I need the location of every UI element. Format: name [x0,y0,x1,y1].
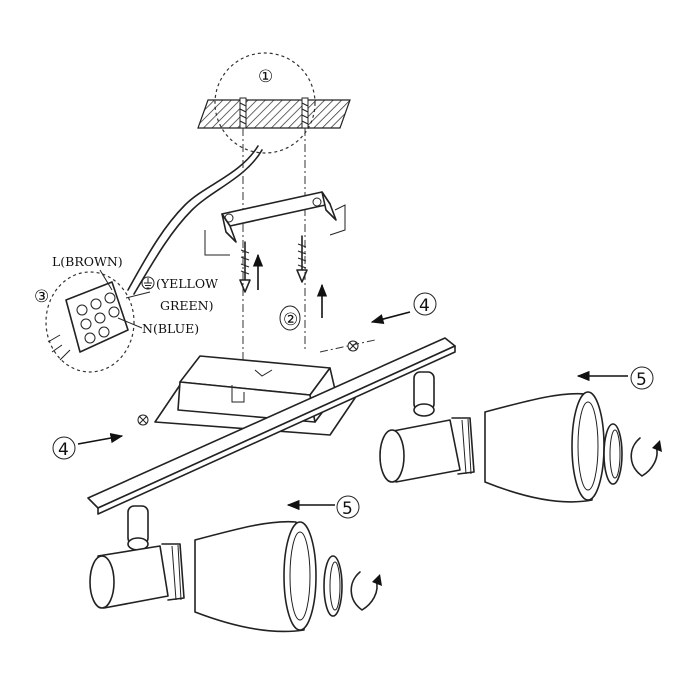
earth-wire-label-line1: (YELLOW [156,276,218,291]
callout-2: ② [279,305,301,331]
callout-5b-label: 5 [342,499,353,519]
supply-cable [127,145,259,291]
rotate-arrow-icon [630,437,662,477]
callout-5-left: 5 [336,495,360,519]
live-wire-label: L(BROWN) [52,254,123,269]
terminal-block-detail: ③ [34,271,135,373]
ceiling-detail: ① [197,52,351,154]
callout-5a-label: 5 [636,370,647,390]
callout-5-right: 5 [630,366,654,390]
callout-4b-label: 4 [58,440,69,460]
side-screw-right [319,339,376,353]
callout-4a-label: 4 [419,296,430,316]
callout-4-left: 4 [52,436,76,460]
bracket-screws [239,235,328,318]
right-shade [484,391,605,503]
earth-ground-icon [141,276,155,290]
earth-wire-label-line2: GREEN) [160,298,213,313]
left-ring [323,555,343,617]
mounting-bracket [204,191,346,256]
callout-3-label: ③ [34,287,49,307]
callout-2-label: ② [283,310,298,330]
side-screw-left [137,414,149,426]
left-shade [194,520,317,633]
right-ring [603,423,623,485]
main-bar [87,337,456,515]
rotate-arrow-icon [350,571,382,611]
callout-1-label: ① [258,67,273,87]
left-spotlight [89,505,185,609]
right-spotlight [379,371,475,483]
neutral-wire-label: N(BLUE) [142,321,199,336]
callout-4-right: 4 [413,292,437,316]
